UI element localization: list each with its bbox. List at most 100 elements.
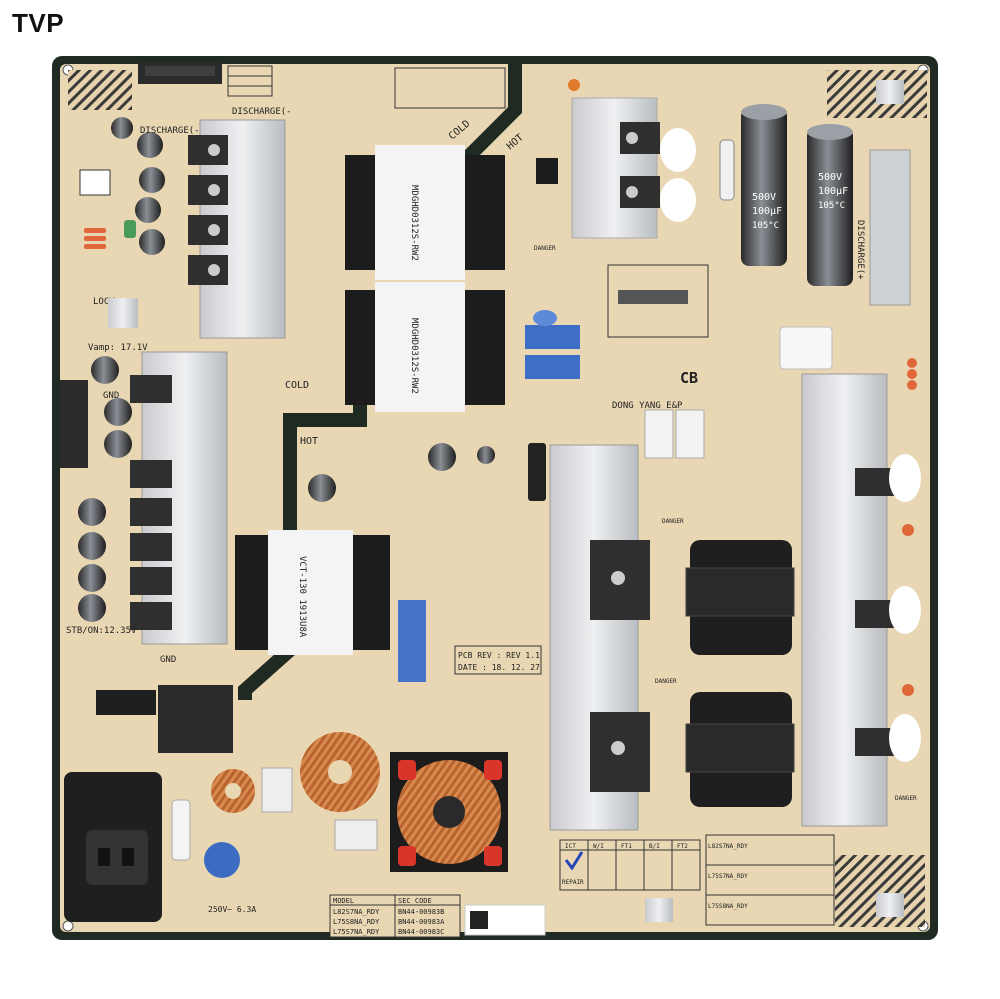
svg-text:REPAIR: REPAIR xyxy=(562,879,584,886)
lock-tab xyxy=(108,298,138,328)
component-white xyxy=(644,409,674,459)
toroid-large xyxy=(390,752,508,872)
svg-text:W/I: W/I xyxy=(593,843,604,850)
x-capacitor xyxy=(261,767,293,813)
heatsink-top-left xyxy=(188,119,286,339)
capacitor-bulk-1: 500V 100μF 105°C xyxy=(741,104,787,266)
svg-text:B/I: B/I xyxy=(649,843,660,850)
led-orange xyxy=(568,79,580,91)
component-white xyxy=(675,409,705,459)
corner-tab xyxy=(645,898,673,922)
varistor-blue xyxy=(204,842,240,878)
x-capacitor xyxy=(334,819,378,851)
standby-module xyxy=(158,685,233,753)
toroid-medium xyxy=(300,732,380,812)
danger-label: DANGER xyxy=(655,678,677,685)
inductor-1 xyxy=(685,540,795,655)
svg-text:ICT: ICT xyxy=(565,843,576,850)
cb-mark: CB xyxy=(680,369,698,387)
heatsink-right xyxy=(801,373,921,827)
svg-text:L82S7NA_RDY: L82S7NA_RDY xyxy=(708,843,748,850)
hatch-panel xyxy=(68,70,132,110)
danger-label: DANGER xyxy=(662,518,684,525)
capacitor xyxy=(477,446,495,464)
label-fuse-rating: 250V~ 6.3A xyxy=(208,905,256,914)
svg-text:BN44-00983B: BN44-00983B xyxy=(398,908,444,916)
transformer-2: MDGHD0312S-RW2 xyxy=(345,282,505,412)
svg-text:500V: 500V xyxy=(752,192,776,203)
svg-text:500V: 500V xyxy=(818,172,842,183)
ac-inlet xyxy=(64,772,162,922)
spec-table-right: L82S7NA_RDY L75S7NA_RDY L75S8NA_RDY xyxy=(705,834,835,926)
fuse xyxy=(719,139,735,201)
toroid-small xyxy=(211,769,255,813)
svg-text:105°C: 105°C xyxy=(752,221,779,231)
label-vamp: Vamp: 17.1V xyxy=(88,343,148,353)
capacitors-left-top xyxy=(111,117,165,255)
capacitor xyxy=(308,474,336,502)
svg-text:FT1: FT1 xyxy=(621,843,632,850)
arrow-block xyxy=(96,690,156,715)
capacitors-left-mid xyxy=(78,356,132,622)
heatsink-top-center xyxy=(571,97,696,239)
danger-label: DANGER xyxy=(534,245,556,252)
capacitor xyxy=(428,443,456,471)
film-capacitors xyxy=(525,310,580,379)
svg-text:100μF: 100μF xyxy=(752,206,782,217)
svg-text:100μF: 100μF xyxy=(818,186,848,197)
transformer-standby: VCT-130 1913U8A xyxy=(235,530,390,655)
connector-slot xyxy=(79,169,111,196)
transformer-1: MDGHD0312S-RW2 xyxy=(345,145,505,280)
connector-left xyxy=(60,380,88,468)
svg-text:L75S8NA_RDY: L75S8NA_RDY xyxy=(333,918,380,926)
svg-text:MDGHD0312S-RW2: MDGHD0312S-RW2 xyxy=(409,318,419,394)
label-discharge-left: DISCHARGE(- xyxy=(140,126,200,136)
danger-label: DANGER xyxy=(895,795,917,802)
resistors-left xyxy=(84,220,136,249)
corner-tab xyxy=(876,893,904,917)
warning-box xyxy=(394,67,506,109)
maker-logo: DONG YANG E&P xyxy=(612,401,683,411)
label-lock: LOCK xyxy=(93,297,115,307)
label-discharge-right: DISCHARGE(+ xyxy=(855,220,865,280)
label-discharge-top: DISCHARGE(- xyxy=(232,107,292,117)
svg-text:L82S7NA_RDY: L82S7NA_RDY xyxy=(333,908,380,916)
svg-text:BN44-00983C: BN44-00983C xyxy=(398,928,444,936)
label-stb: STB/ON:12.35V xyxy=(66,626,137,636)
varistor xyxy=(528,443,546,501)
pcb-revision: PCB REV : REV 1.1 DATE : 18. 12. 27 xyxy=(454,645,542,675)
check-table: ICT W/I FT1 B/I FT2 REPAIR xyxy=(559,839,701,891)
label-hot-mid: HOT xyxy=(300,436,318,447)
svg-text:MDGHD0312S-RW2: MDGHD0312S-RW2 xyxy=(409,185,419,261)
svg-text:L75S7NA_RDY: L75S7NA_RDY xyxy=(333,928,380,936)
relay xyxy=(779,326,833,370)
silkscreen-grid-top xyxy=(227,65,273,97)
svg-text:BN44-00983A: BN44-00983A xyxy=(398,918,445,926)
film-capacitor-blue xyxy=(398,600,426,682)
orange-caps-right xyxy=(902,358,917,696)
corner-tab xyxy=(876,80,904,104)
svg-text:DATE : 18. 12. 27: DATE : 18. 12. 27 xyxy=(458,663,540,672)
discharge-tab-right xyxy=(869,149,911,306)
label-cold-mid: COLD xyxy=(285,380,309,391)
label-gnd-bottom: GND xyxy=(160,655,176,665)
svg-text:FT2: FT2 xyxy=(677,843,688,850)
model-table: MODEL SEC CODE L82S7NA_RDY BN44-00983B L… xyxy=(329,894,461,938)
svg-text:PCB REV : REV 1.1: PCB REV : REV 1.1 xyxy=(458,651,540,660)
svg-text:105°C: 105°C xyxy=(818,201,845,211)
svg-text:SEC CODE: SEC CODE xyxy=(398,897,432,905)
inductor-2 xyxy=(685,692,795,807)
svg-text:VCT-130 1913U8A: VCT-130 1913U8A xyxy=(297,556,307,638)
label-gnd-top: GND xyxy=(103,391,119,401)
svg-text:L75S8NA_RDY: L75S8NA_RDY xyxy=(708,903,748,910)
heatsink-left-mid xyxy=(130,351,228,645)
connector-top xyxy=(138,62,222,84)
capacitor-bulk-2: 500V 100μF 105°C xyxy=(807,124,853,286)
svg-text:L75S7NA_RDY: L75S7NA_RDY xyxy=(708,873,748,880)
fuse-input xyxy=(171,799,191,861)
heatsink-center xyxy=(549,444,650,831)
brand-logo: TVP xyxy=(12,8,65,38)
common-mode-choke xyxy=(536,158,558,184)
svg-text:MODEL: MODEL xyxy=(333,897,354,905)
